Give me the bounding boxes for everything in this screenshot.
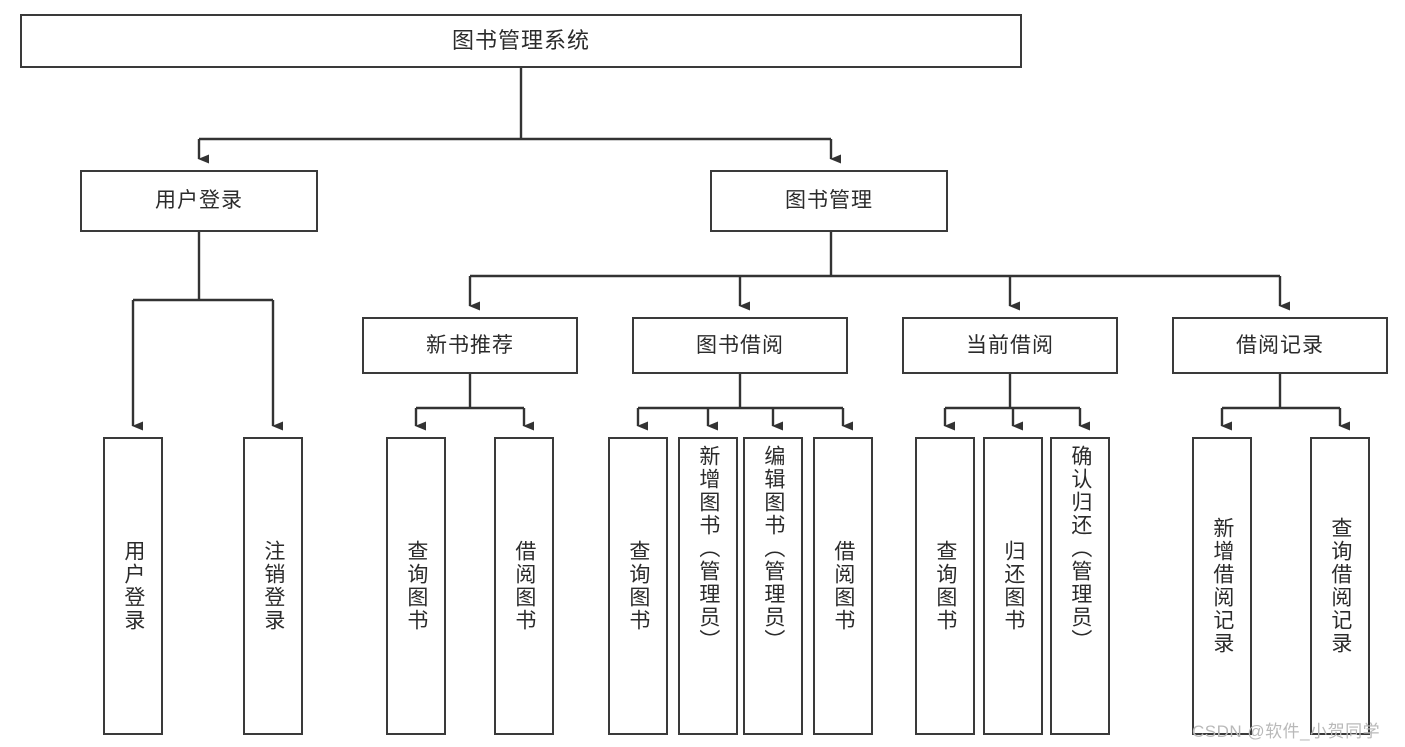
leaf-user-login-logout[interactable]: 注销登录 <box>243 437 303 735</box>
node-label: 当前借阅 <box>966 333 1054 357</box>
node-label: 新增借阅记录 <box>1210 517 1234 655</box>
node-label: 用户登录 <box>155 189 243 213</box>
node-label: 新书推荐 <box>426 333 514 357</box>
node-current-borrow[interactable]: 当前借阅 <box>902 317 1118 374</box>
leaf-current-borrow-query-book[interactable]: 查询图书 <box>915 437 975 735</box>
leaf-user-login-login[interactable]: 用户登录 <box>103 437 163 735</box>
node-new-book-recommend[interactable]: 新书推荐 <box>362 317 578 374</box>
node-label: 确认归还（管理员） <box>1068 445 1092 652</box>
leaf-new-book-query-book[interactable]: 查询图书 <box>386 437 446 735</box>
node-label: 图书管理 <box>785 189 873 213</box>
node-label: 查询图书 <box>933 540 957 632</box>
node-root-book-management-system[interactable]: 图书管理系统 <box>20 14 1022 68</box>
node-label: 图书借阅 <box>696 333 784 357</box>
node-label: 图书管理系统 <box>451 27 590 53</box>
node-user-login[interactable]: 用户登录 <box>80 170 318 232</box>
node-label: 查询图书 <box>404 540 428 632</box>
node-label: 借阅图书 <box>831 540 855 632</box>
leaf-book-borrow-edit-book-admin[interactable]: 编辑图书（管理员） <box>743 437 803 735</box>
node-label: 查询图书 <box>626 540 650 632</box>
node-borrow-record[interactable]: 借阅记录 <box>1172 317 1388 374</box>
leaf-current-borrow-confirm-return-admin[interactable]: 确认归还（管理员） <box>1050 437 1110 735</box>
node-label: 新增图书（管理员） <box>696 445 720 652</box>
node-label: 归还图书 <box>1001 540 1025 632</box>
leaf-book-borrow-query-book[interactable]: 查询图书 <box>608 437 668 735</box>
node-label: 编辑图书（管理员） <box>761 445 785 652</box>
node-book-borrow[interactable]: 图书借阅 <box>632 317 848 374</box>
node-label: 注销登录 <box>261 540 285 632</box>
leaf-current-borrow-return-book[interactable]: 归还图书 <box>983 437 1043 735</box>
leaf-borrow-record-query-record[interactable]: 查询借阅记录 <box>1310 437 1370 735</box>
node-label: 借阅记录 <box>1236 333 1324 357</box>
node-label: 查询借阅记录 <box>1328 517 1352 655</box>
leaf-book-borrow-add-book-admin[interactable]: 新增图书（管理员） <box>678 437 738 735</box>
leaf-borrow-record-add-record[interactable]: 新增借阅记录 <box>1192 437 1252 735</box>
leaf-new-book-borrow-book[interactable]: 借阅图书 <box>494 437 554 735</box>
node-label: 借阅图书 <box>512 540 536 632</box>
csdn-watermark: CSDN @软件_小贺同学 <box>1192 722 1381 741</box>
node-book-management[interactable]: 图书管理 <box>710 170 948 232</box>
node-label: 用户登录 <box>121 540 145 632</box>
leaf-book-borrow-borrow-book[interactable]: 借阅图书 <box>813 437 873 735</box>
